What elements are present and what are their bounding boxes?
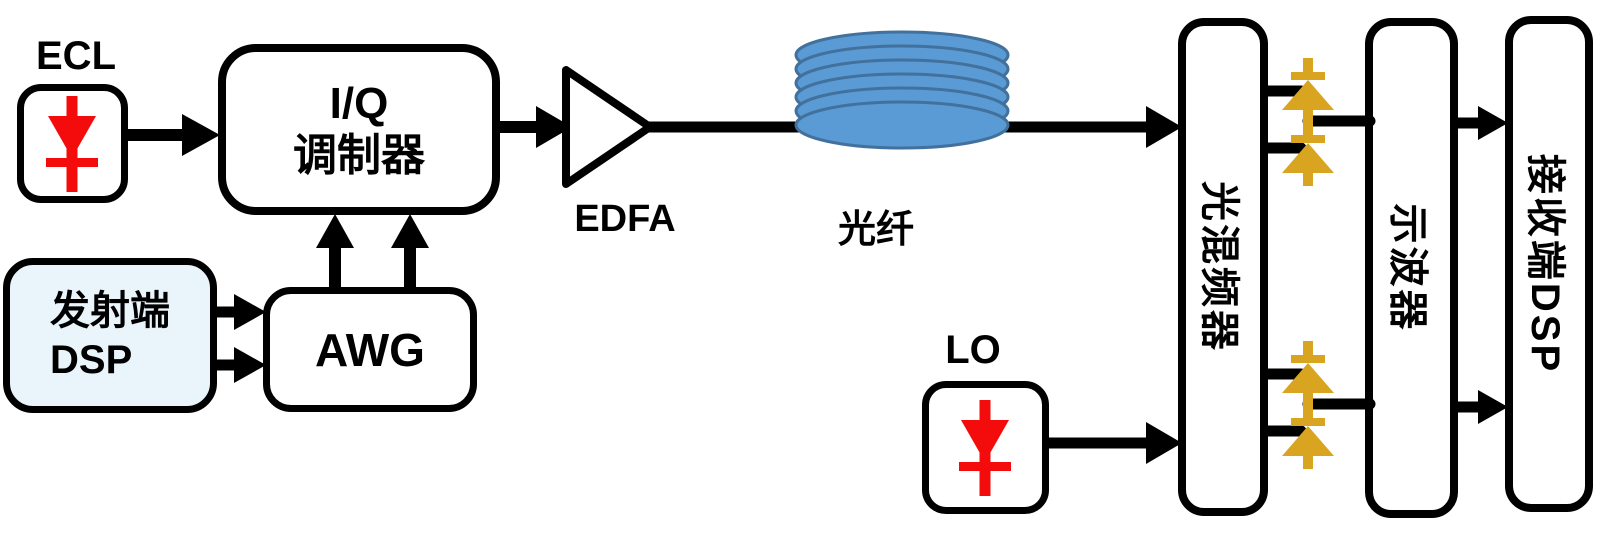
awg-to-iq-arrow-right	[391, 214, 429, 289]
iq-modulator-label-line2: 调制器	[293, 130, 425, 180]
osc-to-rxdsp-arrow-top	[1458, 106, 1508, 140]
laser-diode-icon	[46, 96, 98, 192]
awg-box: AWG	[263, 287, 477, 412]
txdsp-to-awg-arrow-lower	[217, 347, 266, 383]
iq-modulator-box: I/Q 调制器	[218, 44, 500, 215]
arrowhead-icon	[391, 214, 429, 248]
arrowhead-icon	[536, 106, 572, 148]
tx-dsp-label-line1: 发射端	[50, 288, 170, 333]
fiber-label: 光纤	[837, 209, 914, 251]
arrowhead-icon	[316, 214, 354, 248]
arrowhead-icon	[1478, 390, 1508, 424]
oscilloscope-box: 示波器	[1365, 18, 1458, 518]
osc-to-rxdsp-arrow-bottom	[1458, 390, 1508, 424]
fiber-coil-icon	[794, 30, 1010, 150]
arrowhead-icon	[1478, 106, 1508, 140]
balanced-photodetector-bottom	[1260, 341, 1376, 469]
ecl-label: ECL	[36, 34, 116, 78]
iq-to-edfa-arrow	[500, 106, 572, 148]
tx-dsp-label-line2: DSP	[50, 337, 133, 382]
txdsp-to-awg-arrow-upper	[217, 294, 266, 330]
optical-hybrid-box: 光混频器	[1178, 18, 1268, 516]
arrowhead-icon	[1146, 106, 1182, 148]
lo-label: LO	[945, 328, 1001, 372]
arrowhead-icon	[234, 347, 266, 383]
arrowhead-icon	[234, 294, 266, 330]
arrowhead-icon	[182, 114, 220, 156]
rx-dsp-box: 接收端DSP	[1505, 16, 1593, 512]
laser-diode-icon	[959, 400, 1011, 496]
iq-modulator-label-line1: I/Q	[329, 78, 389, 128]
photodiode-icon	[1282, 404, 1334, 469]
lo-to-hybrid-arrow	[1049, 422, 1182, 464]
ecl-to-iq-arrow	[128, 114, 220, 156]
photodiode-icon	[1282, 121, 1334, 186]
arrowhead-icon	[1146, 422, 1182, 464]
balanced-photodetector-top	[1260, 58, 1376, 186]
edfa-label: EDFA	[574, 198, 676, 240]
edfa-amplifier-icon	[562, 66, 654, 188]
awg-label: AWG	[315, 323, 425, 376]
awg-to-iq-arrow-left	[316, 214, 354, 289]
tx-dsp-box: 发射端 DSP	[3, 258, 217, 413]
